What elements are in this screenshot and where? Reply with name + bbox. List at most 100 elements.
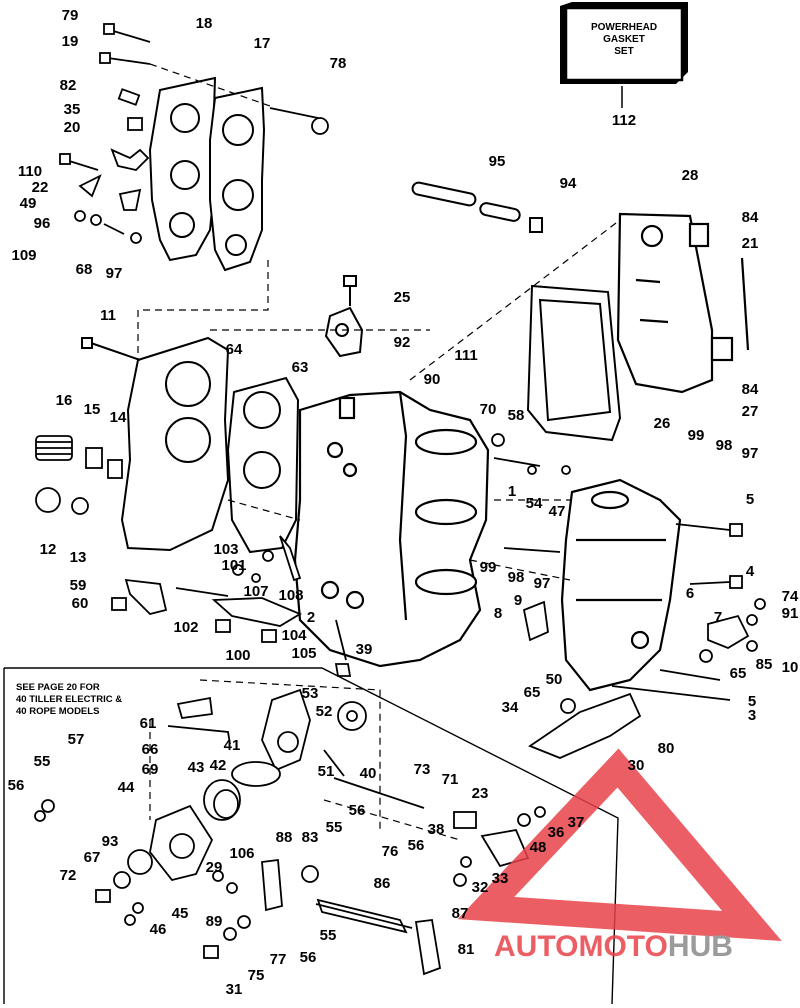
part-callout-94: 94 xyxy=(560,175,577,192)
note-line3: 40 ROPE MODELS xyxy=(16,706,99,717)
part-callout-76: 76 xyxy=(382,843,399,860)
part-callout-30: 30 xyxy=(628,757,645,774)
note-line2: 40 TILLER ELECTRIC & xyxy=(16,694,122,705)
part-callout-101: 101 xyxy=(221,557,246,574)
part-callout-13: 13 xyxy=(70,549,87,566)
part-callout-104: 104 xyxy=(281,627,307,644)
logo-moto: MOTO xyxy=(578,930,667,963)
part-callout-100: 100 xyxy=(225,647,250,664)
watermark-logo: 24 AUTOMOTOHUB xyxy=(457,748,782,963)
part-callout-112: 112 xyxy=(612,112,636,129)
part-callout-82: 82 xyxy=(60,77,77,94)
part-callout-97: 97 xyxy=(106,265,123,282)
part-callout-5: 5 xyxy=(748,693,756,710)
thermostat-parts xyxy=(35,435,123,515)
part-callout-34: 34 xyxy=(502,699,519,716)
part-callout-57: 57 xyxy=(68,731,85,748)
part-callout-106: 106 xyxy=(229,845,254,862)
part-callout-108: 108 xyxy=(278,587,303,604)
cylinder-block xyxy=(293,390,490,668)
part-callout-50: 50 xyxy=(546,671,563,688)
part-callout-20: 20 xyxy=(64,119,81,136)
part-callout-69: 69 xyxy=(142,761,159,778)
part-callout-11: 11 xyxy=(100,307,116,324)
part-callout-96: 96 xyxy=(34,215,51,232)
cylinder-head-cover xyxy=(148,76,266,272)
part-callout-98: 98 xyxy=(508,569,525,586)
part-callout-66: 66 xyxy=(142,741,159,758)
part-callout-68: 68 xyxy=(76,261,93,278)
gasket-set-box: POWERHEAD GASKET SET xyxy=(560,2,688,108)
part-callout-99: 99 xyxy=(480,559,497,576)
part-callout-85: 85 xyxy=(756,656,773,673)
part-callout-91: 91 xyxy=(782,605,799,622)
part-callout-10: 10 xyxy=(782,659,799,676)
part-callout-7: 7 xyxy=(714,609,722,626)
part-callout-26: 26 xyxy=(654,415,671,432)
part-callout-56: 56 xyxy=(300,949,317,966)
head-gasket xyxy=(226,376,300,554)
upper-left-fasteners xyxy=(59,23,329,244)
part-callout-84: 84 xyxy=(742,381,759,398)
part-callout-4: 4 xyxy=(746,563,755,580)
part-callout-42: 42 xyxy=(210,757,227,774)
logo-text: AUTOMOTOHUB xyxy=(494,930,733,963)
part-callout-33: 33 xyxy=(492,870,509,887)
part-callout-23: 23 xyxy=(472,785,489,802)
part-callout-3: 3 xyxy=(748,707,756,724)
part-callout-99: 99 xyxy=(688,427,705,444)
part-callout-83: 83 xyxy=(302,829,319,846)
part-callout-89: 89 xyxy=(206,913,223,930)
part-callout-9: 9 xyxy=(514,592,522,609)
part-callout-14: 14 xyxy=(110,409,127,426)
part-callout-2: 2 xyxy=(307,609,315,626)
part-callout-55: 55 xyxy=(34,753,51,770)
part-callout-22: 22 xyxy=(32,179,49,196)
part-callout-107: 107 xyxy=(243,583,268,600)
logo-number: 24 xyxy=(595,779,613,796)
part-callout-51: 51 xyxy=(318,763,335,780)
part-callout-64: 64 xyxy=(226,341,243,358)
part-callout-32: 32 xyxy=(472,879,489,896)
guide-lines xyxy=(137,63,621,841)
part-callout-47: 47 xyxy=(549,503,566,520)
part-callout-15: 15 xyxy=(84,401,101,418)
mid-right-fasteners xyxy=(491,433,766,714)
part-callout-48: 48 xyxy=(530,839,547,856)
part-callout-55: 55 xyxy=(320,927,337,944)
part-callout-27: 27 xyxy=(742,403,759,420)
throttle-linkage xyxy=(111,535,352,677)
part-callout-79: 79 xyxy=(62,7,79,24)
lifting-eye xyxy=(324,275,364,358)
part-callout-43: 43 xyxy=(188,759,205,776)
part-callout-35: 35 xyxy=(64,101,81,118)
part-callout-56: 56 xyxy=(8,777,25,794)
part-callout-70: 70 xyxy=(480,401,497,418)
part-callout-41: 41 xyxy=(224,737,241,754)
part-callout-49: 49 xyxy=(20,195,37,212)
part-callout-38: 38 xyxy=(428,821,445,838)
part-callout-97: 97 xyxy=(534,575,551,592)
part-callout-84: 84 xyxy=(742,209,759,226)
part-callout-75: 75 xyxy=(248,967,265,984)
part-callout-71: 71 xyxy=(442,771,459,788)
part-callout-46: 46 xyxy=(150,921,167,938)
part-callout-18: 18 xyxy=(196,15,213,32)
part-callout-39: 39 xyxy=(356,641,373,658)
note-line1: SEE PAGE 20 FOR xyxy=(16,682,100,693)
part-callout-67: 67 xyxy=(84,849,101,866)
part-callout-87: 87 xyxy=(452,905,469,922)
part-callout-93: 93 xyxy=(102,833,119,850)
part-callout-59: 59 xyxy=(70,577,87,594)
gasket-set-line2: GASKET xyxy=(603,34,645,45)
gasket-set-line3: SET xyxy=(614,46,633,57)
part-callout-8: 8 xyxy=(494,605,502,622)
part-callout-88: 88 xyxy=(276,829,293,846)
part-callout-44: 44 xyxy=(118,779,135,796)
part-callout-74: 74 xyxy=(782,588,799,605)
part-callout-97: 97 xyxy=(742,445,759,462)
part-callout-110: 110 xyxy=(18,163,42,180)
part-callout-103: 103 xyxy=(213,541,238,558)
